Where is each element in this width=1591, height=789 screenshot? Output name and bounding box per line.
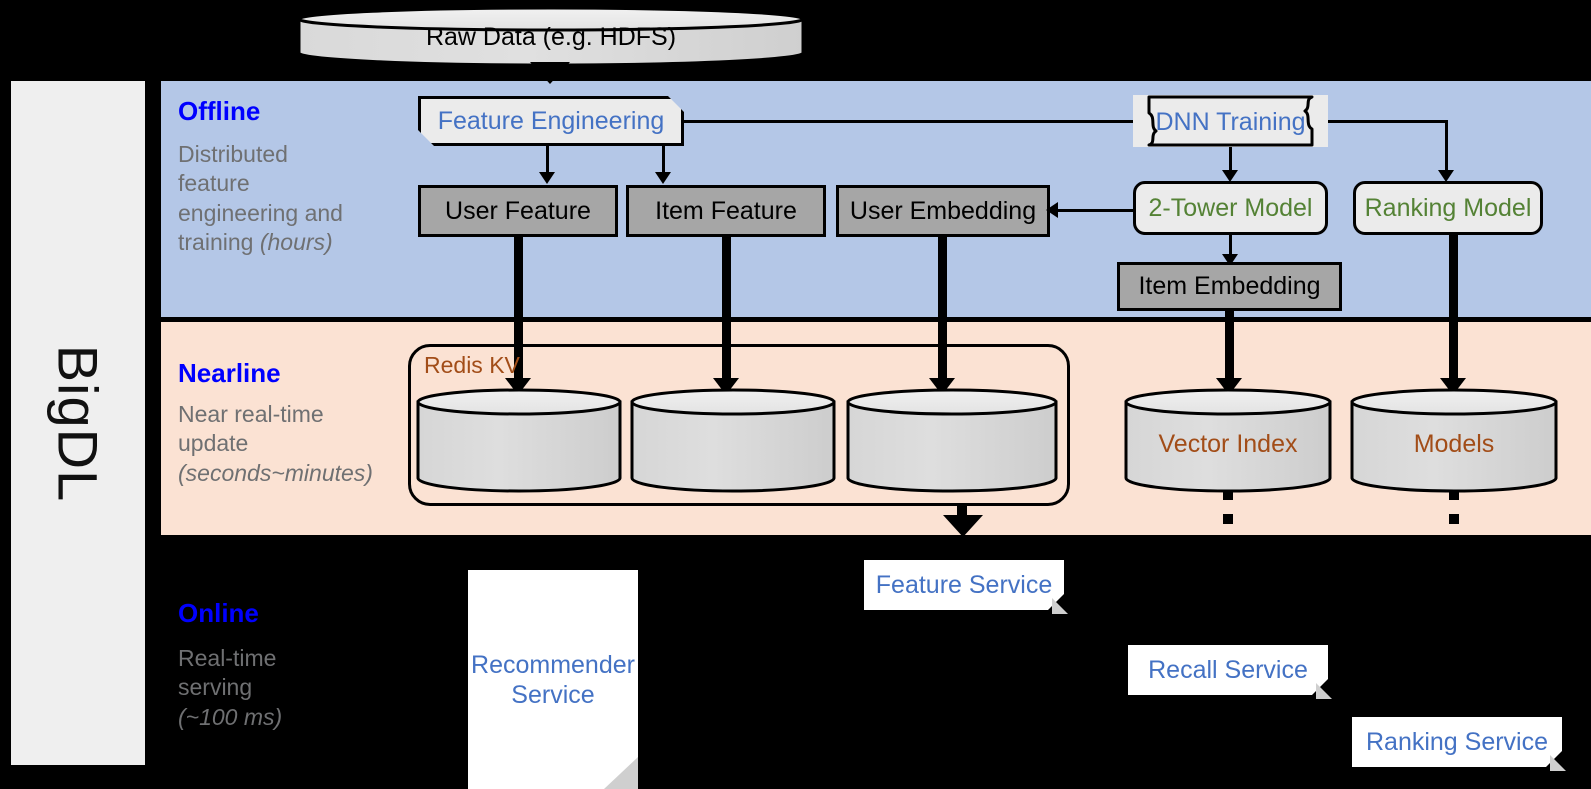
recommender-service-label-line2: Service — [511, 680, 595, 709]
nearline-sub-line-1: Near real-time — [178, 401, 324, 427]
item-feature-label: Item Feature — [655, 196, 797, 225]
user-feature-store-cylinder[interactable] — [416, 388, 622, 493]
pipe-userfeature-to-store-shaft — [514, 237, 523, 383]
arrow-dnn-to-ranking-h — [1328, 120, 1448, 123]
vector-index-label: Vector Index — [1158, 430, 1298, 458]
nearline-sub-line-2: update — [178, 430, 249, 457]
item-feature-store-cylinder[interactable] — [630, 388, 836, 493]
arrow-twotower-to-userembedding-shaft — [1055, 209, 1133, 212]
dnn-training-shape — [1147, 95, 1314, 147]
ranking-service-card[interactable]: Ranking Service — [1352, 717, 1562, 767]
feature-engineering-node[interactable]: Feature Engineering — [418, 96, 684, 146]
bigdl-framework-rail: BigDL — [8, 78, 148, 768]
connector-redis-to-featureservice-dot — [957, 505, 967, 515]
connector-models-dot-2 — [1449, 514, 1459, 524]
pipe-itemembedding-to-vectorindex-shaft — [1225, 311, 1234, 383]
raw-data-label: Raw Data (e.g. HDFS) — [425, 23, 677, 51]
connector-redis-to-featureservice-head — [943, 515, 983, 537]
pipe-userembedding-to-store-shaft — [938, 237, 947, 383]
nearline-tier-subtitle: Near real-time update (seconds~minutes) — [178, 400, 413, 488]
recommender-service-label-line1: Recommender — [471, 650, 635, 679]
user-embedding-store-cylinder[interactable] — [846, 388, 1058, 493]
models-cylinder[interactable]: Models — [1350, 388, 1558, 493]
arrow-fe-to-userfeature-head — [539, 172, 555, 184]
pipe-itemfeature-to-store-shaft — [722, 237, 731, 383]
recall-service-card[interactable]: Recall Service — [1128, 645, 1328, 695]
online-tier-title: Online — [178, 598, 259, 628]
offline-sub-italic: (hours) — [259, 229, 333, 256]
online-sub-italic: (~100 ms) — [178, 703, 283, 730]
two-tower-model-label: 2-Tower Model — [1148, 193, 1313, 222]
nearline-sub-italic: (seconds~minutes) — [178, 459, 373, 486]
redis-kv-group — [408, 344, 1070, 506]
vector-index-cylinder[interactable]: Vector Index — [1124, 388, 1332, 493]
dnn-training-node[interactable]: DNN Training — [1133, 95, 1328, 147]
user-feature-node[interactable]: User Feature — [418, 185, 618, 237]
online-sub-line-2: serving — [178, 674, 253, 701]
arrow-twotower-to-itememb-shaft — [1229, 235, 1232, 261]
nearline-tier-title: Nearline — [178, 358, 281, 388]
pipe-rankingmodel-to-models-shaft — [1449, 235, 1458, 383]
arrow-fe-to-itemfeature-head — [655, 172, 671, 184]
online-tier-subtitle: Real-time serving (~100 ms) — [178, 644, 393, 732]
raw-data-cylinder: Raw Data (e.g. HDFS) — [297, 6, 805, 67]
item-embedding-node[interactable]: Item Embedding — [1117, 262, 1342, 311]
user-embedding-label: User Embedding — [849, 196, 1037, 225]
arrow-fe-to-userfeature-shaft — [546, 146, 549, 178]
redis-kv-label: Redis KV — [424, 352, 520, 378]
arrow-rawdata-to-fe-head — [530, 62, 570, 84]
user-embedding-node[interactable]: User Embedding — [836, 185, 1050, 237]
online-sub-line-1: Real-time — [178, 645, 277, 671]
feature-service-card[interactable]: Feature Service — [864, 560, 1064, 610]
item-feature-node[interactable]: Item Feature — [626, 185, 826, 237]
ranking-model-node[interactable]: Ranking Model — [1353, 181, 1543, 235]
offline-tier-subtitle: Distributed feature engineering and trai… — [178, 140, 393, 258]
offline-sub-line-3: engineering and — [178, 199, 343, 226]
user-feature-label: User Feature — [445, 196, 591, 225]
arrow-dnn-to-ranking-v — [1445, 120, 1448, 175]
arrow-dnn-to-twotower-shaft — [1229, 147, 1232, 177]
arrow-fe-to-itemfeature-shaft — [662, 146, 665, 178]
feature-service-label: Feature Service — [875, 571, 1053, 599]
connector-vectorindex-dot-1 — [1223, 490, 1233, 500]
offline-tier-title: Offline — [178, 96, 261, 126]
arrow-fe-to-dnn-shaft — [684, 120, 1139, 123]
arrow-dnn-to-ranking-head — [1438, 170, 1454, 182]
offline-sub-line-1: Distributed — [178, 141, 288, 167]
connector-models-dot-1 — [1449, 490, 1459, 500]
recommender-service-card[interactable]: Recommender Service — [468, 570, 638, 789]
feature-engineering-label: Feature Engineering — [437, 106, 665, 135]
ranking-model-label: Ranking Model — [1364, 193, 1532, 222]
arrow-dnn-to-twotower-head — [1222, 170, 1238, 182]
arrow-twotower-to-userembedding-head — [1046, 202, 1058, 218]
dnn-training-label: DNN Training — [1155, 108, 1306, 136]
connector-vectorindex-dot-2 — [1223, 514, 1233, 524]
two-tower-model-node[interactable]: 2-Tower Model — [1133, 181, 1328, 235]
recall-service-label: Recall Service — [1148, 656, 1308, 684]
item-embedding-label: Item Embedding — [1138, 272, 1321, 301]
offline-sub-line-2: feature — [178, 170, 250, 197]
offline-sub-line-4: training — [178, 229, 260, 256]
ranking-service-label: Ranking Service — [1365, 728, 1549, 756]
models-label: Models — [1413, 430, 1495, 458]
bigdl-label: BigDL — [46, 344, 110, 502]
